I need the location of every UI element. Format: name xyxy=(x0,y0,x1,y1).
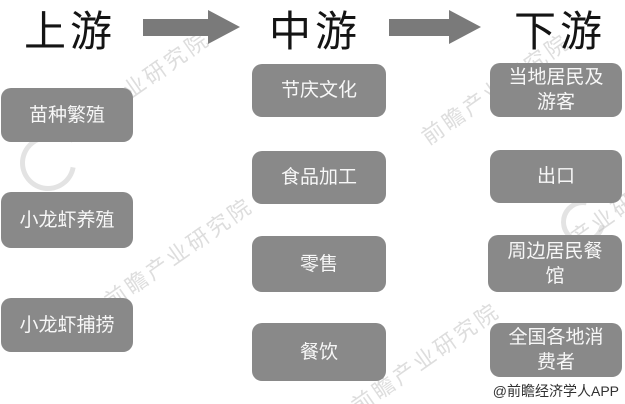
flow-arrow-midstream-to-downstream xyxy=(389,10,481,44)
arrow-shaft xyxy=(143,18,209,36)
flow-arrow-upstream-to-midstream xyxy=(143,10,240,44)
column-header-midstream: 中游 xyxy=(268,9,361,56)
box-retail: 零售 xyxy=(252,236,386,292)
box-festival-culture: 节庆文化 xyxy=(252,64,386,117)
source-attribution: @前瞻经济学人APP xyxy=(492,383,619,399)
box-crayfish-farming: 小龙虾养殖 xyxy=(1,192,133,248)
arrow-head-icon xyxy=(208,10,240,44)
box-catering: 餐饮 xyxy=(252,323,386,381)
column-header-upstream: 上游 xyxy=(23,9,116,56)
box-seed-breeding: 苗种繁殖 xyxy=(1,88,133,142)
column-header-downstream: 下游 xyxy=(513,9,606,56)
box-food-processing: 食品加工 xyxy=(252,151,386,204)
box-export: 出口 xyxy=(490,150,622,203)
arrow-shaft xyxy=(389,18,450,36)
box-crayfish-fishing: 小龙虾捕捞 xyxy=(1,298,133,352)
box-national-consumers: 全国各地消 费者 xyxy=(490,323,622,377)
arrow-head-icon xyxy=(449,10,481,44)
box-local-residents-tourists: 当地居民及 游客 xyxy=(490,63,622,117)
box-nearby-restaurants: 周边居民餐 馆 xyxy=(488,235,622,292)
